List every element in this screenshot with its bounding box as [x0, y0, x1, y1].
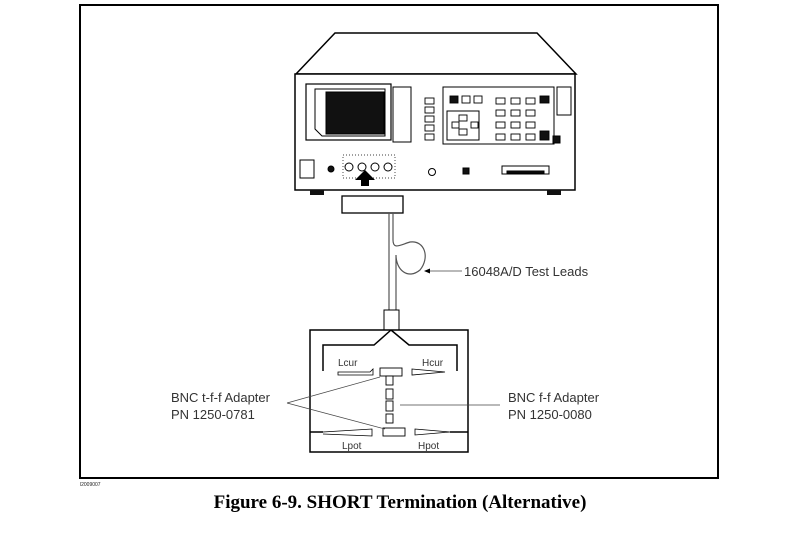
- arrow-icon: [424, 268, 430, 274]
- figure-caption: Figure 6-9. SHORT Termination (Alternati…: [213, 492, 587, 513]
- connection-arrow-icon: [355, 170, 375, 186]
- ff-adapter-pn: PN 1250-0080: [508, 407, 592, 422]
- tff-leader-lines: [286, 376, 500, 430]
- test-leads-label: 16048A/D Test Leads: [464, 264, 589, 279]
- hpot-label: Hpot: [418, 441, 439, 452]
- figure-frame: [79, 4, 719, 479]
- test-leads-box: [309, 329, 469, 453]
- lcur-label: Lcur: [338, 358, 358, 369]
- test-fixture-head: [341, 195, 404, 214]
- test-leads-cable: [388, 213, 426, 312]
- image-id: l2009007: [80, 482, 101, 488]
- ff-adapter-name: BNC f-f Adapter: [508, 390, 600, 405]
- hcur-label: Hcur: [422, 358, 444, 369]
- tff-adapter-pn: PN 1250-0781: [171, 407, 255, 422]
- lpot-label: Lpot: [342, 441, 362, 452]
- lcr-meter-instrument: [294, 32, 578, 195]
- tff-adapter-name: BNC t-f-f Adapter: [171, 390, 271, 405]
- cable-connector: [383, 309, 400, 331]
